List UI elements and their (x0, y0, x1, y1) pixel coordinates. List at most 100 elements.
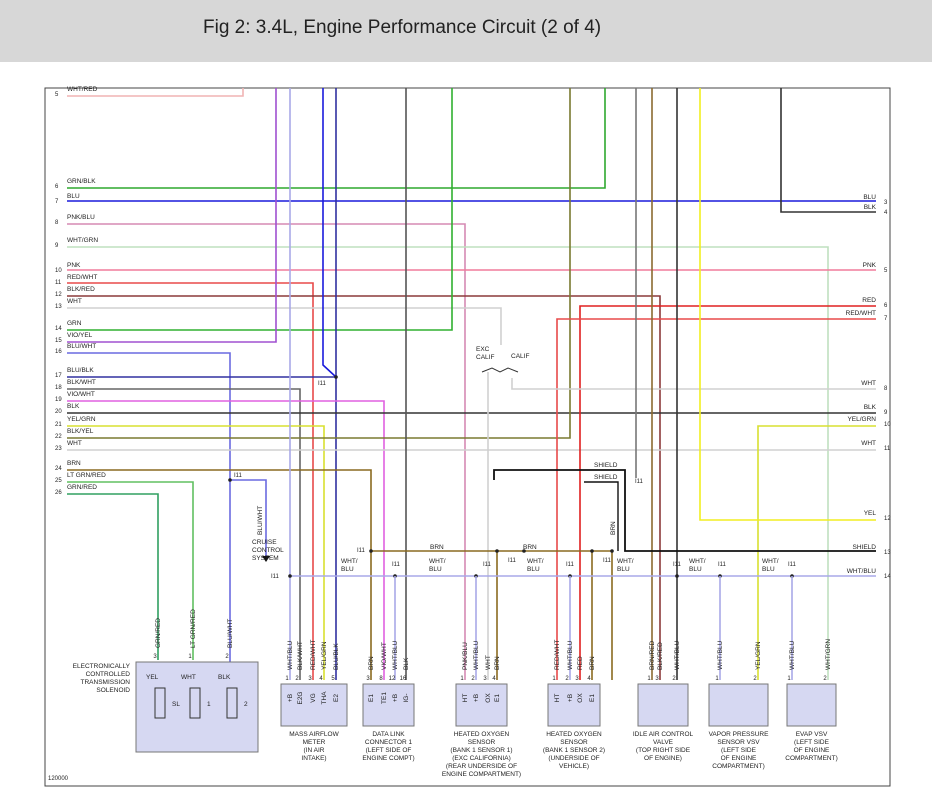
bus-label-shield: SHIELD (594, 474, 618, 481)
component-pin: 3 (575, 676, 579, 682)
left-wire-label: BLU/BLK (67, 367, 94, 374)
wire (67, 481, 194, 660)
figure-title: Fig 2: 3.4L, Engine Performance Circuit … (203, 17, 602, 38)
solenoid-label: SL (172, 701, 180, 708)
component-wire-label: PNK/BLU (462, 642, 469, 670)
right-wire-label: RED/WHT (846, 310, 876, 317)
splice-label: I11 (603, 558, 612, 564)
left-pin-11: 11 (55, 280, 62, 286)
right-wire-label: WHT/BLU (847, 568, 877, 575)
left-pin-5: 5 (55, 92, 59, 98)
component-pin: 2 (753, 676, 757, 682)
component-terminal: E1 (589, 694, 596, 702)
wire (67, 400, 385, 680)
component-wire-label: BLU/BLK (333, 643, 340, 670)
left-wire-label: WHT/RED (67, 86, 98, 93)
component-pin: 2 (823, 676, 827, 682)
right-pin-12: 12 (884, 516, 891, 522)
left-pin-20: 20 (55, 409, 62, 415)
left-pin-21: 21 (55, 422, 62, 428)
left-pin-26: 26 (55, 490, 62, 496)
splice-label: I11 (318, 381, 327, 387)
component-wire-label: LT GRN/RED (190, 609, 197, 648)
component-wire-label: YEL/GRN (755, 641, 762, 670)
left-wire-label: YEL/GRN (67, 416, 96, 423)
wire (67, 352, 231, 680)
wire (579, 305, 876, 680)
right-pin-4: 4 (884, 210, 888, 216)
left-pin-18: 18 (55, 385, 62, 391)
component-pin: 3 (308, 676, 312, 682)
wire (67, 295, 661, 680)
splice-label: I11 (718, 562, 727, 568)
component-wire-label: BRN (589, 656, 596, 670)
solenoid-label: 1 (207, 701, 211, 708)
splice-dot (334, 375, 338, 379)
component-wire-label: WHT (485, 655, 492, 670)
left-pin-6: 6 (55, 184, 59, 190)
component-terminal: HT (462, 694, 469, 703)
wire (67, 88, 571, 439)
right-wire-label: WHT (861, 380, 876, 387)
component-wire-label: WHT/BLU (674, 640, 681, 670)
bus-label-shield: SHIELD (594, 462, 618, 469)
component-pin: 3 (483, 676, 487, 682)
bus-label-wht-blu: WHT/BLU (527, 558, 544, 573)
right-pin-3: 3 (884, 200, 888, 206)
component-pin: 1 (460, 676, 464, 682)
component-wire-label: BLK/RED (657, 642, 664, 670)
component-terminal: OX (577, 693, 584, 703)
bus-label-wht-blu: WHT/BLU (689, 558, 706, 573)
component-pin: 1 (715, 676, 719, 682)
wire (67, 88, 606, 189)
component-terminal: E2G (297, 691, 304, 704)
vertical-wire-label: BLU/WHT (257, 506, 264, 535)
component-ho2s2 (547, 683, 601, 727)
splice-dot (610, 549, 614, 553)
left-wire-label: PNK/BLU (67, 214, 95, 221)
component-terminal: TE1 (381, 692, 388, 704)
splice-dot (522, 549, 526, 553)
left-pin-12: 12 (55, 292, 62, 298)
component-terminal: IG- (403, 693, 410, 702)
wire (67, 388, 301, 680)
shield-wire (584, 481, 619, 551)
vertical-wire-label: BRN (610, 521, 617, 535)
left-pin-25: 25 (55, 478, 62, 484)
component-terminal: E2 (333, 694, 340, 702)
wire (699, 88, 876, 521)
left-wire-label: WHT (67, 298, 82, 305)
wire (67, 246, 829, 680)
left-pin-8: 8 (55, 220, 59, 226)
component-terminal: VG (310, 693, 317, 702)
component-terminal: +B (473, 694, 480, 702)
wire (67, 307, 502, 345)
component-wire-label: RED/WHT (554, 640, 561, 670)
left-wire-label: PNK (67, 262, 81, 269)
bus-label-wht-blu: WHT/BLU (429, 558, 446, 573)
right-wire-label: BLK (864, 404, 877, 411)
component-pin: 1 (787, 676, 791, 682)
component-wire-label: VIO/WHT (381, 642, 388, 670)
right-wire-label: YEL/GRN (847, 416, 876, 423)
left-wire-label: BLK (67, 403, 80, 410)
left-wire-label: WHT/GRN (67, 237, 98, 244)
splice-dot (590, 549, 594, 553)
component-terminal: E1 (494, 694, 501, 702)
solenoid-coil (226, 687, 238, 719)
figure-id: 120000 (48, 776, 69, 782)
component-terminal: E1 (368, 694, 375, 702)
component-terminal: +B (392, 694, 399, 702)
right-wire-label: BLU (863, 194, 876, 201)
component-terminal: HT (554, 694, 561, 703)
splice-label: I11 (357, 548, 366, 554)
left-pin-14: 14 (55, 326, 62, 332)
left-pin-10: 10 (55, 268, 62, 274)
component-wire-label: BLK (403, 657, 410, 670)
